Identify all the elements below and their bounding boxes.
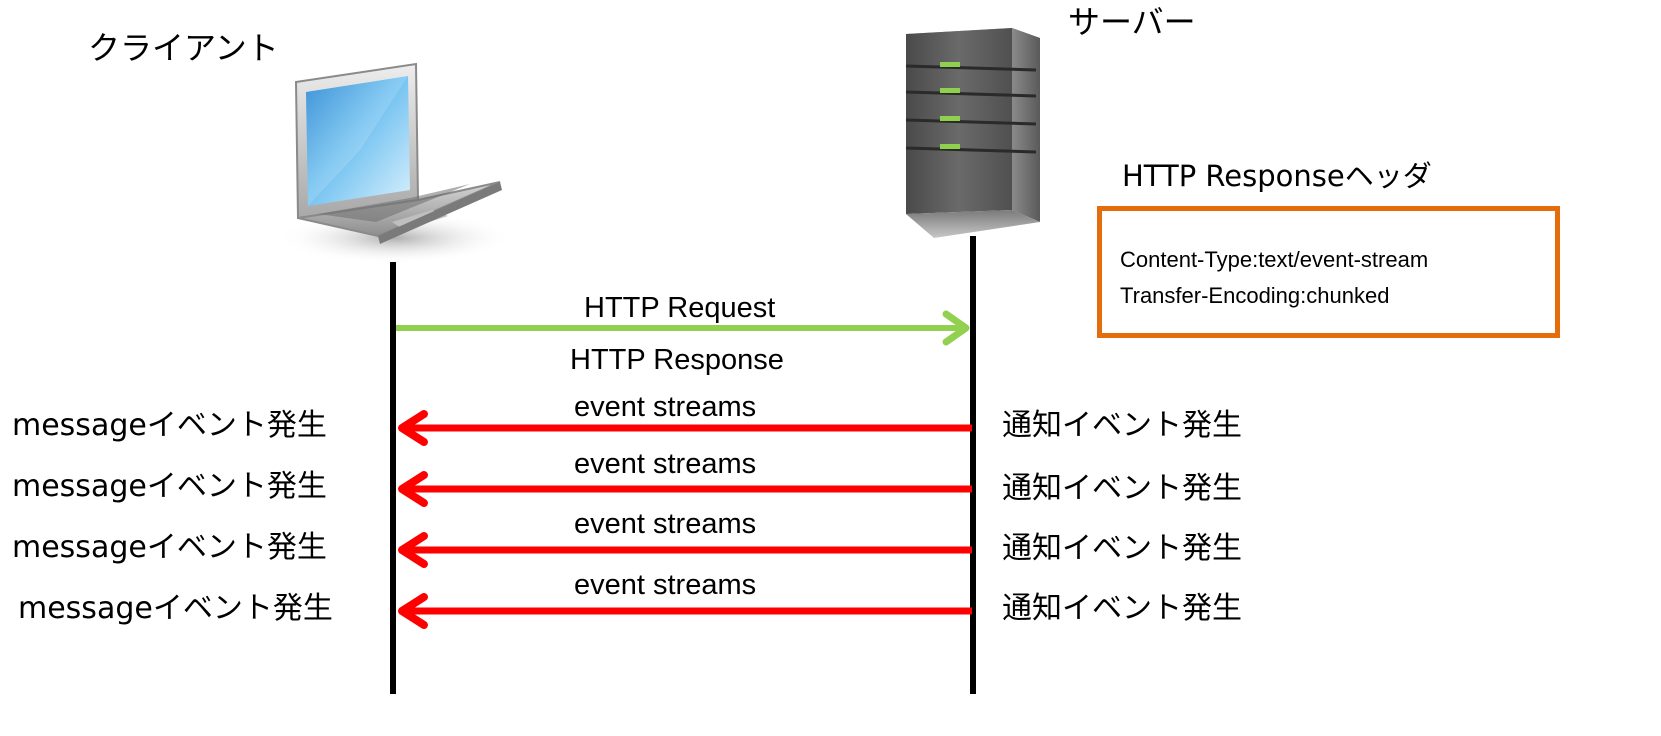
event-stream-label: event streams xyxy=(574,448,757,480)
request-label: HTTP Request xyxy=(584,292,776,324)
server-event-label: 通知イベント発生 xyxy=(1002,591,1242,626)
client-label: クライアント xyxy=(88,29,279,67)
event-arrow xyxy=(398,532,972,568)
request-arrow xyxy=(396,310,970,346)
response-header-title: HTTP Responseヘッダ xyxy=(1122,159,1432,193)
server-label: サーバー xyxy=(1068,3,1196,41)
header-content-type: Content-Type:text/event-stream xyxy=(1120,247,1429,272)
response-header-box: Content-Type:text/event-stream Transfer-… xyxy=(1097,206,1560,338)
server-event-label: 通知イベント発生 xyxy=(1002,471,1242,506)
client-event-label: messageイベント発生 xyxy=(12,408,327,443)
server-event-label: 通知イベント発生 xyxy=(1002,408,1242,443)
client-event-label: messageイベント発生 xyxy=(12,469,327,504)
event-arrow xyxy=(398,593,972,629)
server-event-label: 通知イベント発生 xyxy=(1002,531,1242,566)
client-event-label: messageイベント発生 xyxy=(12,530,327,565)
event-stream-label: event streams xyxy=(574,391,757,423)
event-stream-label: event streams xyxy=(574,569,757,601)
laptop-icon xyxy=(277,62,513,264)
client-event-label: messageイベント発生 xyxy=(18,591,333,626)
server-tower-icon xyxy=(905,28,1040,238)
event-stream-label: event streams xyxy=(574,508,757,540)
response-label: HTTP Response xyxy=(570,344,784,376)
event-arrow xyxy=(398,410,972,446)
event-arrow xyxy=(398,471,972,507)
header-transfer-encoding: Transfer-Encoding:chunked xyxy=(1120,283,1390,308)
